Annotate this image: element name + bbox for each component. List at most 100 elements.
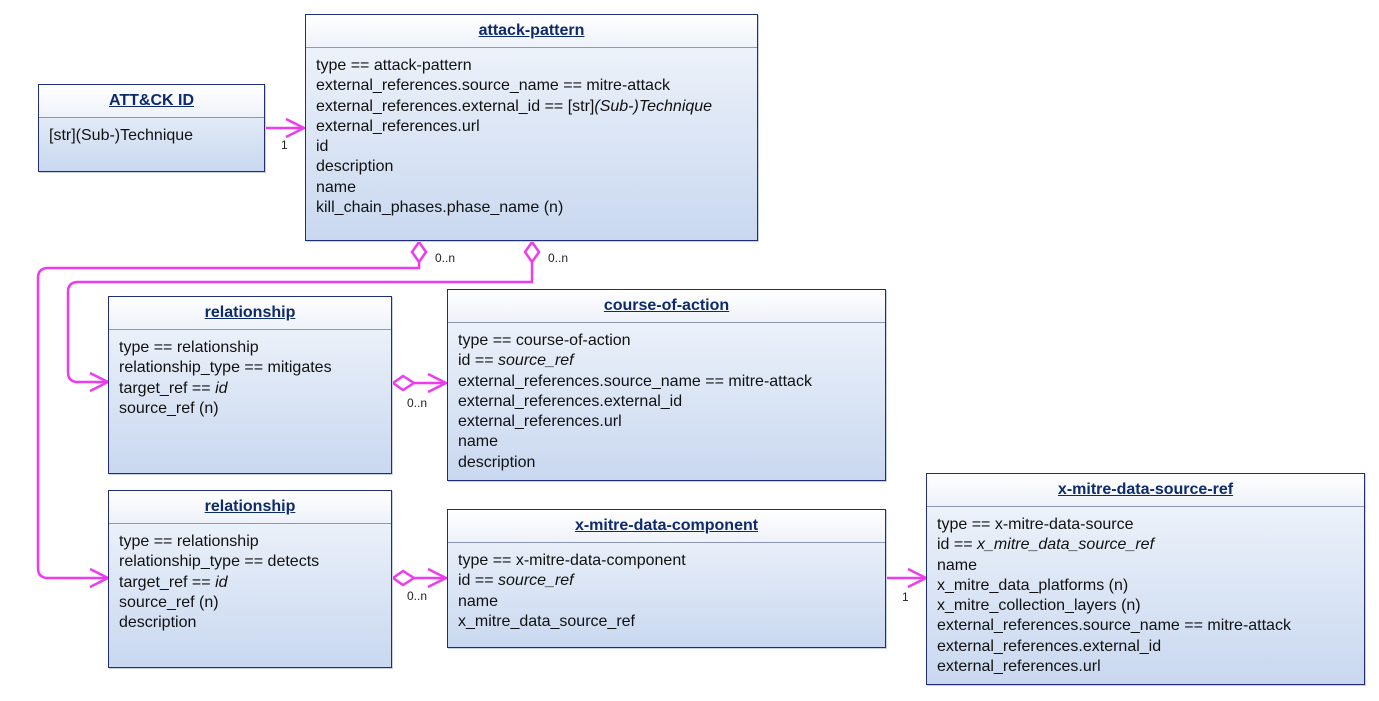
class-attributes: type == relationship relationship_type ==… — [109, 330, 391, 419]
attribute-line: external_references.source_name == mitre… — [316, 76, 747, 96]
class-title: relationship — [109, 297, 391, 330]
attribute-text: x_mitre_data_platforms (n) — [937, 576, 1129, 594]
attribute-text: type == relationship — [119, 533, 259, 550]
arrowhead-attackid-pattern — [285, 117, 307, 139]
attribute-text: external_references.url — [458, 413, 622, 431]
attribute-line: x_mitre_collection_layers (n) — [937, 596, 1354, 616]
attribute-italic-text: x_mitre_data_source_ref — [977, 536, 1155, 554]
attribute-line: type == relationship — [119, 532, 381, 552]
connector-pattern-mitigates — [66, 262, 534, 384]
class-box-attack-id[interactable]: ATT&CK ID [str](Sub-)Technique — [38, 84, 265, 172]
attribute-italic-text: id — [215, 379, 228, 397]
multiplicity-label: 0..n — [548, 251, 568, 265]
attribute-text: source_ref (n) — [119, 593, 219, 611]
multiplicity-label: 0..n — [435, 251, 455, 265]
aggregation-diamond-pattern-mitigates — [523, 239, 541, 265]
connector-pattern-detects — [36, 262, 421, 580]
attribute-text: id == — [458, 352, 499, 370]
attribute-line: source_ref (n) — [119, 593, 381, 613]
attribute-text: id == — [458, 572, 499, 590]
attribute-text: id — [316, 138, 329, 156]
class-title: attack-pattern — [306, 15, 757, 48]
attribute-italic-text: source_ref — [498, 572, 574, 590]
attribute-line: external_references.source_name == mitre… — [937, 616, 1354, 636]
attribute-italic-text: source_ref — [498, 352, 574, 370]
attribute-text: external_references.url — [937, 658, 1101, 676]
attribute-line: description — [119, 613, 381, 633]
attribute-line: kill_chain_phases.phase_name (n) — [316, 198, 747, 218]
attribute-text: [str](Sub-)Technique — [49, 127, 194, 144]
attribute-text: external_references.source_name == mitre… — [937, 617, 1291, 635]
attribute-line: relationship_type == detects — [119, 552, 381, 572]
attribute-text: external_references.external_id — [937, 637, 1162, 655]
attribute-text: kill_chain_phases.phase_name (n) — [316, 199, 564, 217]
class-attributes: type == course-of-action id == source_ref… — [448, 323, 885, 473]
attribute-line: external_references.external_id — [937, 637, 1354, 657]
attribute-text: relationship_type == detects — [119, 553, 320, 571]
attribute-text: type == course-of-action — [458, 332, 631, 349]
attribute-line: name — [458, 432, 875, 452]
attribute-text: external_references.external_id — [458, 392, 683, 410]
class-box-x-mitre-data-component[interactable]: x-mitre-data-component type == x-mitre-d… — [447, 509, 886, 648]
class-title: relationship — [109, 491, 391, 524]
attribute-line: external_references.url — [458, 412, 875, 432]
class-attributes: [str](Sub-)Technique — [39, 118, 264, 146]
attribute-text: external_references.url — [316, 117, 480, 135]
attribute-line: description — [458, 453, 875, 473]
attribute-line: target_ref == id — [119, 573, 381, 593]
attribute-line: type == x-mitre-data-component — [458, 551, 875, 571]
class-attributes: type == x-mitre-data-source id == x_mitre… — [927, 507, 1364, 677]
class-box-attack-pattern[interactable]: attack-pattern type == attack-pattern ext… — [305, 14, 758, 241]
attribute-text: description — [119, 614, 197, 632]
attribute-line: name — [458, 592, 875, 612]
attribute-text: x_mitre_collection_layers (n) — [937, 597, 1141, 615]
attribute-line: relationship_type == mitigates — [119, 358, 381, 378]
class-box-x-mitre-data-source-ref[interactable]: x-mitre-data-source-ref type == x-mitre-… — [926, 473, 1365, 685]
attribute-text: external_references.external_id == [str] — [316, 97, 595, 115]
attribute-line: external_references.url — [316, 117, 747, 137]
attribute-text: name — [458, 592, 499, 610]
attribute-text: source_ref (n) — [119, 399, 219, 417]
attribute-text: type == relationship — [119, 339, 259, 356]
attribute-line: target_ref == id — [119, 379, 381, 399]
attribute-text: name — [458, 433, 499, 451]
attribute-line: external_references.url — [937, 657, 1354, 677]
attribute-italic-text: (Sub-)Technique — [594, 97, 713, 115]
arrowhead-detects-component — [427, 567, 449, 589]
attribute-text: description — [458, 453, 536, 471]
attribute-text: target_ref == — [119, 379, 216, 397]
class-box-relationship-detects[interactable]: relationship type == relationship relatio… — [108, 490, 392, 668]
attribute-line: external_references.source_name == mitre… — [458, 372, 875, 392]
multiplicity-label: 0..n — [407, 589, 427, 603]
attribute-line: x_mitre_data_source_ref — [458, 612, 875, 632]
class-title: course-of-action — [448, 290, 885, 323]
attribute-line: type == relationship — [119, 338, 381, 358]
attribute-text: relationship_type == mitigates — [119, 359, 332, 377]
attribute-line: type == course-of-action — [458, 331, 875, 351]
attribute-text: type == x-mitre-data-source — [937, 516, 1134, 533]
attribute-line: id — [316, 137, 747, 157]
attribute-line: external_references.external_id == [str]… — [316, 97, 747, 117]
attribute-line: type == x-mitre-data-source — [937, 515, 1354, 535]
class-box-course-of-action[interactable]: course-of-action type == course-of-actio… — [447, 289, 886, 481]
attribute-text: external_references.source_name == mitre… — [316, 77, 670, 95]
class-attributes: type == attack-pattern external_reference… — [306, 48, 757, 218]
aggregation-diamond-mitigates-course — [390, 374, 417, 392]
class-box-relationship-mitigates[interactable]: relationship type == relationship relatio… — [108, 296, 392, 474]
attribute-text: id == — [937, 536, 978, 554]
class-title: ATT&CK ID — [39, 85, 264, 118]
attribute-line: id == source_ref — [458, 571, 875, 591]
attribute-line: external_references.external_id — [458, 392, 875, 412]
attribute-text: x_mitre_data_source_ref — [458, 612, 635, 630]
aggregation-diamond-detects-component — [390, 569, 417, 587]
attribute-line: id == source_ref — [458, 351, 875, 371]
attribute-italic-text: id — [215, 573, 228, 591]
multiplicity-label: 1 — [281, 138, 288, 152]
attribute-text: target_ref == — [119, 573, 216, 591]
attribute-line: x_mitre_data_platforms (n) — [937, 576, 1354, 596]
attribute-text: type == attack-pattern — [316, 57, 472, 74]
attribute-line: name — [316, 178, 747, 198]
attribute-line: source_ref (n) — [119, 399, 381, 419]
